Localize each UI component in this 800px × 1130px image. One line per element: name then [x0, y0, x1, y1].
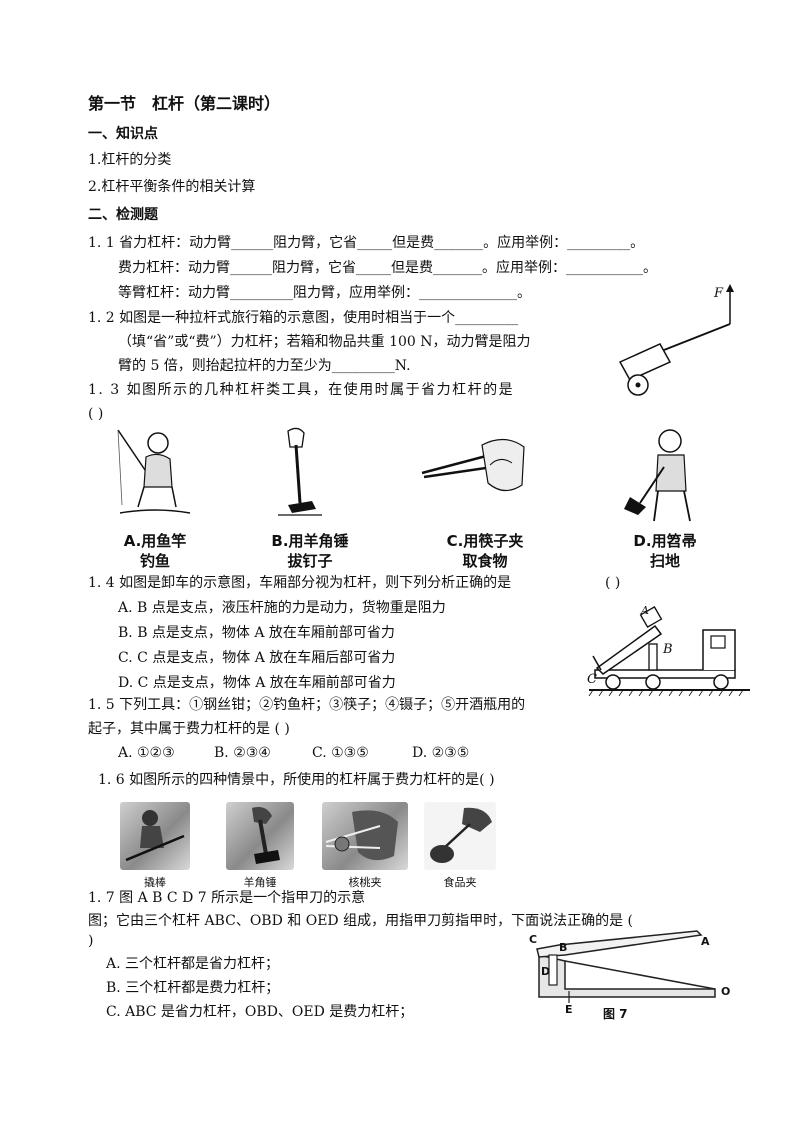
claw-hammer-drawing — [278, 427, 322, 516]
clipper-label-b: B — [559, 941, 568, 954]
option-a-line1: A.用鱼竿 — [123, 532, 187, 550]
q5-line2: 起子，其中属于费力杠杆的是 ( ) — [88, 721, 290, 737]
q7-line1: 1. 7 图 A B C D 7 所示是一个指甲刀的示意 — [88, 890, 366, 906]
q5-option-d: D. ②③⑤ — [412, 745, 470, 761]
option-b-line1: B.用羊角锤 — [271, 532, 349, 550]
option-d-line2: 扫地 — [649, 551, 680, 570]
q6-caption-3: 核桃夹 — [348, 876, 382, 889]
q1-line2: 费力杠杆：动力臂______阻力臂，它省_____但是费_______。应用举例… — [118, 260, 657, 276]
clipper-label-e: E — [565, 1003, 573, 1016]
option-c-line1: C.用筷子夹 — [446, 532, 524, 550]
option-a-line2: 钓鱼 — [139, 551, 170, 570]
nail-clipper-drawing — [536, 930, 716, 1003]
suitcase-figure: F — [612, 282, 752, 402]
nail-clipper-figure: C B A D E O 图 7 — [525, 925, 735, 1030]
q7-line3: ) — [88, 933, 94, 949]
q1-line1: 1. 1 省力杠杆：动力臂______阻力臂，它省_____但是费_______… — [88, 235, 645, 251]
dump-truck-drawing — [588, 606, 750, 697]
truck-label-a: A — [641, 604, 649, 617]
crowbar-photo — [120, 802, 190, 870]
claw-hammer-figure — [270, 425, 330, 525]
q2-line3: 臂的 5 倍，则抬起拉杆的力至少为_________N. — [118, 358, 411, 374]
hammer-drawing — [252, 807, 280, 864]
q7-option-c: C. ABC 是省力杠杆，OBD、OED 是费力杠杆； — [106, 1004, 414, 1020]
q4-option-b: B. B 点是支点，物体 A 放在车厢前部可省力 — [118, 625, 395, 641]
food-tongs-drawing — [430, 807, 492, 863]
section-knowledge-heading: 一、知识点 — [88, 126, 158, 142]
chopsticks-drawing — [421, 438, 525, 492]
option-d-line1: D.用笤帚 — [633, 532, 697, 550]
q4-option-d: D. C 点是支点，物体 A 放在车厢前部可省力 — [118, 675, 396, 691]
q1-line3: 等臂杠杆：动力臂_________阻力臂，应用举例：______________… — [118, 285, 531, 301]
q4-answer-paren: ( ) — [605, 575, 621, 591]
dump-truck-figure: A B C — [585, 600, 755, 700]
q4-stem: 1. 4 如图是卸车的示意图，车厢部分视为杠杆，则下列分析正确的是 — [88, 575, 512, 591]
q5-option-c: C. ①③⑤ — [312, 745, 369, 761]
clipper-label-o: O — [721, 985, 731, 998]
q6-caption-4: 食品夹 — [443, 876, 477, 889]
option-a-caption: A.用鱼竿 钓鱼 — [100, 532, 210, 571]
crowbar-drawing — [125, 810, 185, 862]
q5-option-b: B. ②③④ — [214, 745, 271, 761]
q4-option-a: A. B 点是支点，液压杆施的力是动力，货物重是阻力 — [118, 600, 446, 616]
q5-line1: 1. 5 下列工具：①钢丝钳；②钓鱼杆；③筷子；④镊子；⑤开酒瓶用的 — [88, 697, 526, 713]
truck-label-c: C — [587, 672, 597, 687]
hammer-photo — [226, 802, 294, 870]
q7-option-a: A. 三个杠杆都是省力杠杆； — [106, 956, 280, 972]
q3-line1: 1. 3 如图所示的几种杠杆类工具，在使用时属于省力杠杆的是 — [88, 382, 515, 398]
clipper-label-c: C — [529, 933, 538, 946]
suitcase-drawing — [618, 284, 734, 396]
chopsticks-figure — [420, 425, 530, 525]
knowledge-point-2: 2.杠杆平衡条件的相关计算 — [88, 179, 256, 195]
clipper-label-d: D — [541, 965, 551, 978]
q4-option-c: C. C 点是支点，物体 A 放在车厢后部可省力 — [118, 650, 396, 666]
option-d-caption: D.用笤帚 扫地 — [610, 532, 720, 571]
option-b-line2: 拔钉子 — [287, 551, 333, 570]
force-label: F — [714, 286, 724, 301]
q6-stem: 1. 6 如图所示的四种情景中，所使用的杠杆属于费力杠杆的是( ) — [98, 772, 495, 788]
q2-line1: 1. 2 如图是一种拉杆式旅行箱的示意图，使用时相当于一个_________ — [88, 310, 519, 326]
broom-figure — [620, 425, 710, 525]
truck-label-b: B — [663, 642, 673, 657]
q7-line2: 图；它由三个杠杆 ABC、OBD 和 OED 组成，用指甲刀剪指甲时，下面说法正… — [88, 913, 633, 929]
clipper-label-a: A — [701, 935, 710, 948]
option-c-caption: C.用筷子夹 取食物 — [425, 532, 545, 571]
q6-caption-2: 羊角锤 — [243, 876, 277, 889]
fishing-rod-drawing — [117, 429, 191, 514]
broom-drawing — [624, 429, 691, 522]
nutcracker-photo — [322, 802, 408, 870]
page-title: 第一节 杠杆（第二课时） — [88, 94, 281, 113]
q6-caption-1: 撬棒 — [144, 876, 166, 889]
option-c-line2: 取食物 — [462, 551, 508, 570]
option-b-caption: B.用羊角锤 拔钉子 — [250, 532, 370, 571]
knowledge-point-1: 1.杠杆的分类 — [88, 152, 172, 168]
figure7-caption: 图 7 — [603, 1007, 628, 1021]
fishing-rod-figure — [110, 425, 200, 525]
nutcracker-drawing — [325, 810, 398, 861]
section-test-heading: 二、检测题 — [88, 207, 158, 223]
food-tongs-photo — [424, 802, 496, 870]
q2-line2: （填“省”或“费”）力杠杆；若箱和物品共重 100 N，动力臂是阻力 — [118, 334, 531, 350]
q3-line2: ( ) — [88, 406, 104, 422]
q5-option-a: A. ①②③ — [118, 745, 175, 761]
q7-option-b: B. 三个杠杆都是费力杠杆； — [106, 980, 280, 996]
